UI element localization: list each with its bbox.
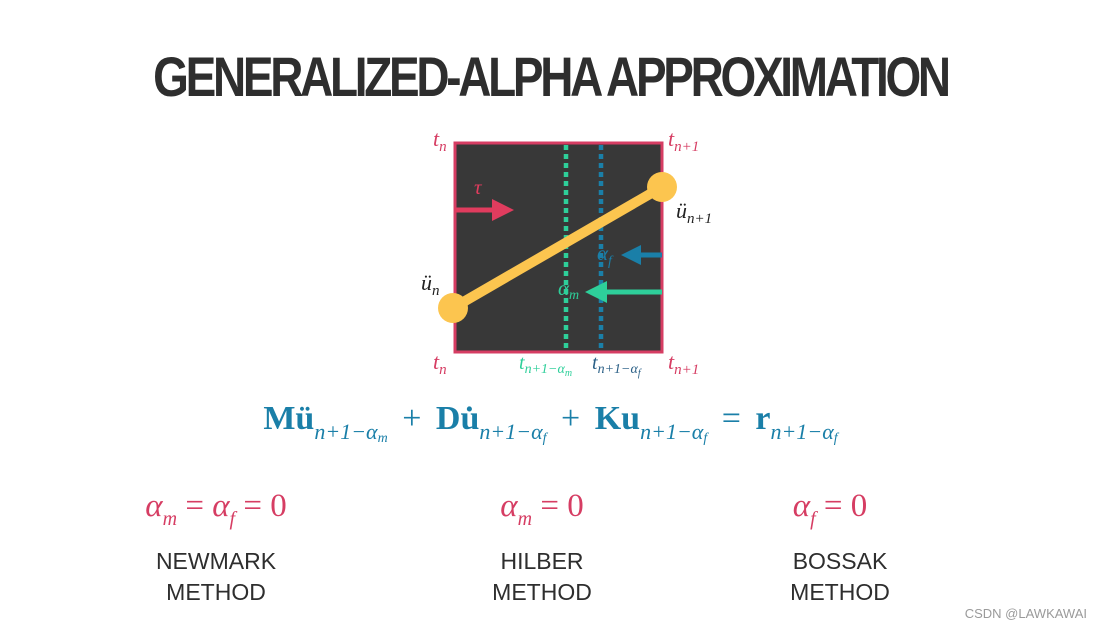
alpha-f-arrow-icon bbox=[621, 245, 641, 265]
u-n-label: ün bbox=[421, 270, 440, 299]
equation-of-motion: Mün+1−αm + Du̇n+1−αf + Kun+1−αf = rn+1−α… bbox=[263, 400, 838, 446]
watermark: CSDN @LAWKAWAI bbox=[964, 606, 1087, 621]
alpha-f-label: αf bbox=[597, 241, 614, 269]
alpha-m-arrow-icon bbox=[585, 281, 607, 303]
t-alpha-f-label: tn+1−αf bbox=[592, 352, 642, 379]
t-n-top-label: tn bbox=[433, 126, 447, 155]
u-n-point bbox=[438, 293, 468, 323]
acceleration-interpolation-line bbox=[448, 182, 667, 313]
page-title: GENERALIZED-ALPHA APPROXIMATION bbox=[153, 45, 951, 108]
u-n1-point bbox=[647, 172, 677, 202]
tau-arrow-icon bbox=[492, 199, 514, 221]
bossak-condition: αf = 0 bbox=[792, 488, 868, 530]
tau-label: τ bbox=[474, 175, 483, 199]
u-n1-label: ün+1 bbox=[676, 198, 712, 227]
t-n1-bottom-label: tn+1 bbox=[668, 349, 699, 378]
t-alpha-m-label: tn+1−αm bbox=[519, 352, 572, 379]
alpha-diagram: tn tn+1 tn tn+1 tn+1−αm tn+1−αf τ αf αm … bbox=[421, 126, 712, 379]
newmark-condition: αm = αf = 0 bbox=[145, 488, 287, 530]
t-n1-top-label: tn+1 bbox=[668, 126, 699, 155]
t-n-bottom-label: tn bbox=[433, 349, 447, 378]
hilber-condition: αm = 0 bbox=[500, 488, 584, 530]
alpha-m-label: αm bbox=[558, 276, 579, 303]
